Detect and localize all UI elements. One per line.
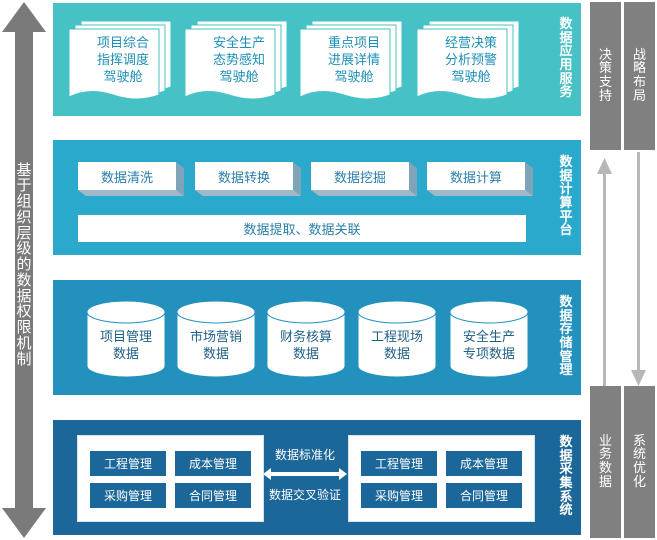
cockpit-doc-text: 重点项目 进展详情 驾驶舱 [327, 35, 380, 85]
calc-box-label: 数据挖掘 [333, 170, 386, 186]
database-cylinder-icon [86, 300, 166, 378]
cockpit-doc-text: 安全生产 态势感知 驾驶舱 [212, 35, 265, 85]
system-cell: 工程管理 [90, 451, 166, 476]
3d-box-shape [311, 162, 417, 196]
3d-box-shape [78, 162, 184, 196]
storage-cylinder: 工程现场 数据 [357, 300, 437, 378]
layer-data-computing: 数据清洗 数据转换 数据挖掘 数据计算 数据提取、数据关联 数据计算平台 [53, 140, 581, 255]
layer-data-collection: 工程管理 成本管理 采购管理 合同管理 数据标准化 数据交叉验证 工程管理 成本… [53, 420, 581, 535]
permission-double-arrow [2, 2, 46, 538]
business-data-column: 业务数据 [590, 386, 621, 538]
cross-validation-label: 数据交叉验证 [268, 488, 341, 502]
storage-cylinder-text: 安全生产 专项数据 [462, 330, 515, 362]
system-cell: 成本管理 [446, 451, 522, 476]
document-stack-icon [416, 20, 520, 100]
storage-cylinder-text: 市场营销 数据 [189, 330, 242, 362]
calc-box-label: 数据清洗 [100, 170, 153, 186]
right-flow-arrows [597, 152, 646, 387]
layer-data-storage: 项目管理 数据 市场营销 数据 财务核算 数据 工程现场 数据 [53, 280, 581, 395]
system-optimization-column: 系统优化 [624, 386, 655, 538]
down-arrow-icon [631, 152, 646, 386]
system-cell: 合同管理 [175, 483, 251, 508]
calc-extract-bar: 数据提取、数据关联 [78, 215, 526, 242]
system-cell: 采购管理 [90, 483, 166, 508]
database-cylinder-icon [357, 300, 437, 378]
bidirectional-arrow-icon [263, 468, 347, 480]
document-stack-icon [299, 20, 403, 100]
cockpit-doc-2: 安全生产 态势感知 驾驶舱 [183, 19, 291, 101]
layer-title: 数据采集系统 [559, 435, 573, 519]
calc-box: 数据计算 [427, 162, 535, 196]
cockpit-doc-text: 经营决策 分析预警 驾驶舱 [444, 35, 497, 85]
storage-cylinder-text: 工程现场 数据 [370, 330, 423, 362]
calc-box-label: 数据转换 [217, 170, 270, 186]
document-stack-icon [68, 20, 172, 100]
system-cell: 合同管理 [446, 483, 522, 508]
standardization-label: 数据标准化 [274, 448, 335, 462]
source-panel-left: 工程管理 成本管理 采购管理 合同管理 [77, 435, 264, 522]
cockpit-doc-3: 重点项目 进展详情 驾驶舱 [298, 19, 406, 101]
layer-title: 数据计算平台 [559, 155, 573, 239]
strategic-layout-column: 战略布局 [624, 2, 655, 150]
database-cylinder-icon [449, 300, 529, 378]
decision-support-column: 决策支持 [590, 2, 621, 150]
storage-cylinder: 项目管理 数据 [86, 300, 166, 378]
calc-box: 数据转换 [195, 162, 303, 196]
database-cylinder-icon [176, 300, 256, 378]
document-stack-icon [184, 20, 288, 100]
storage-cylinder-text: 财务核算 数据 [279, 330, 332, 362]
3d-box-shape [195, 162, 301, 196]
system-cell: 工程管理 [361, 451, 437, 476]
layer-data-application: 项目综合 指挥调度 驾驶舱 安全生产 态势感知 驾驶舱 重点项目 进展详情 驾驶… [53, 3, 581, 116]
storage-cylinder: 安全生产 专项数据 [449, 300, 529, 378]
permission-mechanism-label: 基于组织层级的数据权限机制 [16, 160, 32, 368]
cockpit-doc-4: 经营决策 分析预警 驾驶舱 [415, 19, 523, 101]
source-panel-right: 工程管理 成本管理 采购管理 合同管理 [348, 435, 535, 522]
up-arrow-icon [597, 158, 612, 387]
system-cell: 采购管理 [361, 483, 437, 508]
system-cell: 成本管理 [175, 451, 251, 476]
calc-box: 数据清洗 [78, 162, 186, 196]
calc-box-label: 数据计算 [449, 170, 502, 186]
storage-cylinder: 财务核算 数据 [266, 300, 346, 378]
layer-title: 数据应用服务 [559, 17, 573, 101]
cockpit-doc-1: 项目综合 指挥调度 驾驶舱 [67, 19, 175, 101]
cockpit-doc-text: 项目综合 指挥调度 驾驶舱 [96, 35, 149, 85]
database-cylinder-icon [266, 300, 346, 378]
3d-box-shape [427, 162, 533, 196]
layer-title: 数据存储管理 [559, 295, 573, 379]
storage-cylinder-text: 项目管理 数据 [99, 330, 152, 362]
storage-cylinder: 市场营销 数据 [176, 300, 256, 378]
calc-box: 数据挖掘 [311, 162, 419, 196]
